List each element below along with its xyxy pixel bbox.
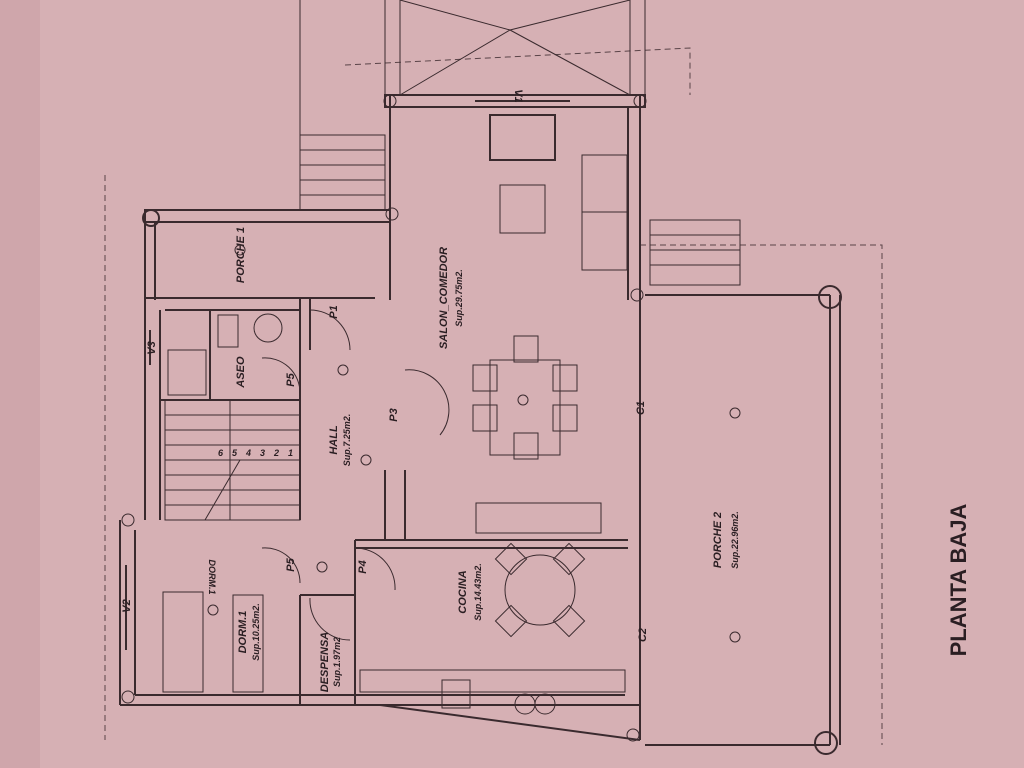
stair-step-6: 6	[218, 448, 224, 458]
area-salon-comedor: Sup.29.75m2.	[454, 269, 464, 327]
stair-step-1: 1	[288, 448, 293, 458]
area-cocina: Sup.14.43m2.	[473, 563, 483, 621]
porche2-outline	[645, 285, 842, 755]
plan-title: PLANTA BAJA	[946, 504, 971, 657]
washbasin	[253, 313, 283, 343]
furniture	[162, 114, 628, 715]
doors	[125, 100, 641, 680]
label-porche2: PORCHE 2	[712, 512, 724, 568]
light-fixtures	[207, 244, 741, 643]
staircase: 6 5 4 3 2 1	[164, 399, 301, 521]
label-salon-comedor: SALON_COMEDOR	[438, 247, 450, 349]
label-p1: P1	[328, 305, 340, 318]
area-despensa: Sup.1.97m2	[332, 637, 342, 687]
porche2-steps	[649, 219, 741, 286]
label-despensa: DESPENSA	[319, 632, 331, 693]
bed-1	[162, 591, 204, 693]
roof-lines	[299, 0, 646, 210]
coffee-table	[499, 184, 546, 234]
kitchen-table	[504, 554, 576, 626]
columns	[121, 94, 647, 742]
stair-step-5: 5	[232, 448, 238, 458]
stair-step-2: 2	[273, 448, 279, 458]
label-v3: V3	[146, 341, 158, 354]
paper-fold	[0, 0, 40, 768]
label-c1: C1	[635, 401, 647, 415]
label-aseo: ASEO	[235, 356, 247, 389]
label-hall: HALL	[328, 425, 340, 455]
kitchen-counter	[475, 502, 602, 534]
label-dorm1: DORM.1	[237, 611, 249, 654]
opening-labels: V3 V1 V2 P1 P5 P3 P4 P5 C1 C2	[121, 89, 649, 642]
stair-step-3: 3	[260, 448, 265, 458]
kitchen-worktop	[359, 669, 626, 693]
dining-table	[489, 359, 561, 456]
label-p5-lower: P5	[285, 557, 297, 571]
fireplace	[489, 114, 556, 161]
area-hall: Sup.7.25m2.	[342, 414, 352, 467]
label-cocina: COCINA	[457, 570, 469, 613]
porche1-steps	[299, 134, 386, 211]
label-p5-upper: P5	[285, 372, 297, 386]
stair-step-4: 4	[245, 448, 251, 458]
bed-2	[232, 594, 264, 693]
label-v2: V2	[121, 599, 133, 612]
area-porche2: Sup.22.96m2.	[730, 511, 740, 569]
label-v1: V1	[512, 89, 524, 102]
toilet	[217, 314, 239, 348]
label-p4: P4	[357, 560, 369, 573]
label-dorm1-tag: DORM.1	[207, 559, 217, 594]
shower	[167, 349, 207, 396]
area-dorm1: Sup.10.25m2.	[251, 603, 261, 661]
room-labels: PORCHE 1 ASEO HALL Sup.7.25m2. SALON_COM…	[207, 227, 740, 692]
label-p3: P3	[388, 408, 400, 421]
label-c2: C2	[637, 628, 649, 642]
